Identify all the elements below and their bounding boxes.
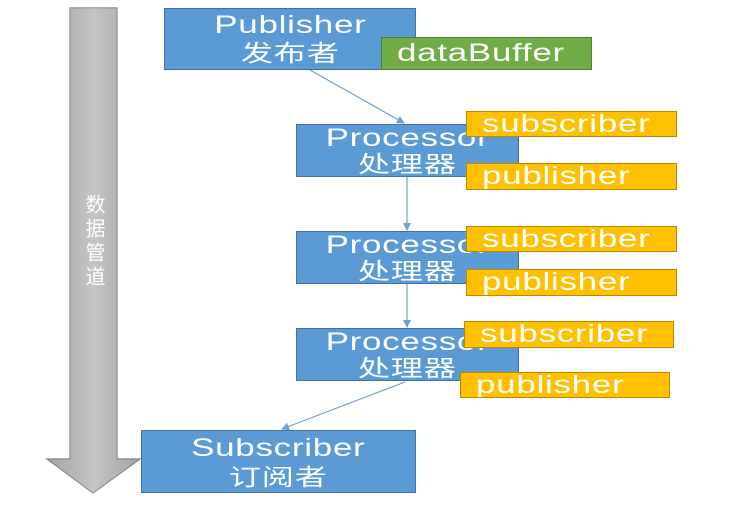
processor-subtitle-line: 处理器 xyxy=(297,258,518,284)
processor-title-line: Processor xyxy=(297,232,518,258)
publisher-title-line: Publisher xyxy=(165,11,415,39)
subscriber-role-label: subscriber xyxy=(480,321,649,348)
data-buffer-tag: dataBuffer xyxy=(381,37,592,70)
subscriber-subtitle-line: 订阅者 xyxy=(142,463,415,492)
processor-3-subscriber-tag: subscriber xyxy=(464,321,674,348)
publisher-role-label: publisher xyxy=(476,372,625,398)
processor-title: Processor xyxy=(325,231,490,259)
processor-title: Processor xyxy=(325,328,490,356)
processor-subtitle: 处理器 xyxy=(358,258,457,284)
subscriber-title-line: Subscriber xyxy=(142,434,415,463)
subscriber-subtitle: 订阅者 xyxy=(229,464,328,490)
publisher-role-label: publisher xyxy=(482,269,631,296)
connector-processor-3-to-subscriber xyxy=(281,381,406,431)
publisher-subtitle: 发布者 xyxy=(240,40,340,66)
subscriber-node: Subscriber 订阅者 xyxy=(141,430,416,493)
processor-3-publisher-tag: publisher xyxy=(460,372,670,398)
data-buffer-label: dataBuffer xyxy=(397,39,565,67)
processor-2-subscriber-tag: subscriber xyxy=(466,226,677,252)
subscriber-role-label: subscriber xyxy=(482,226,651,252)
processor-subtitle: 处理器 xyxy=(358,151,457,177)
publisher-title: Publisher xyxy=(213,11,367,39)
publisher-subtitle-line: 发布者 xyxy=(165,39,415,67)
processor-1-publisher-tag: publisher xyxy=(466,163,677,190)
pipeline-label: 数据管道 xyxy=(82,194,104,290)
subscriber-title: Subscriber xyxy=(191,434,366,462)
publisher-node: Publisher 发布者 xyxy=(164,8,416,70)
processor-title: Processor xyxy=(325,124,490,152)
processor-title-line: Processor xyxy=(297,125,518,151)
processor-2-publisher-tag: publisher xyxy=(466,269,677,296)
subscriber-role-label: subscriber xyxy=(482,111,651,137)
processor-subtitle: 处理器 xyxy=(358,355,457,381)
connector-publisher-to-processor-1 xyxy=(309,69,405,124)
processor-1-subscriber-tag: subscriber xyxy=(466,111,677,137)
processor-subtitle-line: 处理器 xyxy=(297,355,518,381)
publisher-role-label: publisher xyxy=(482,163,631,190)
processor-subtitle-line: 处理器 xyxy=(297,151,518,177)
processor-title-line: Processor xyxy=(297,329,518,355)
